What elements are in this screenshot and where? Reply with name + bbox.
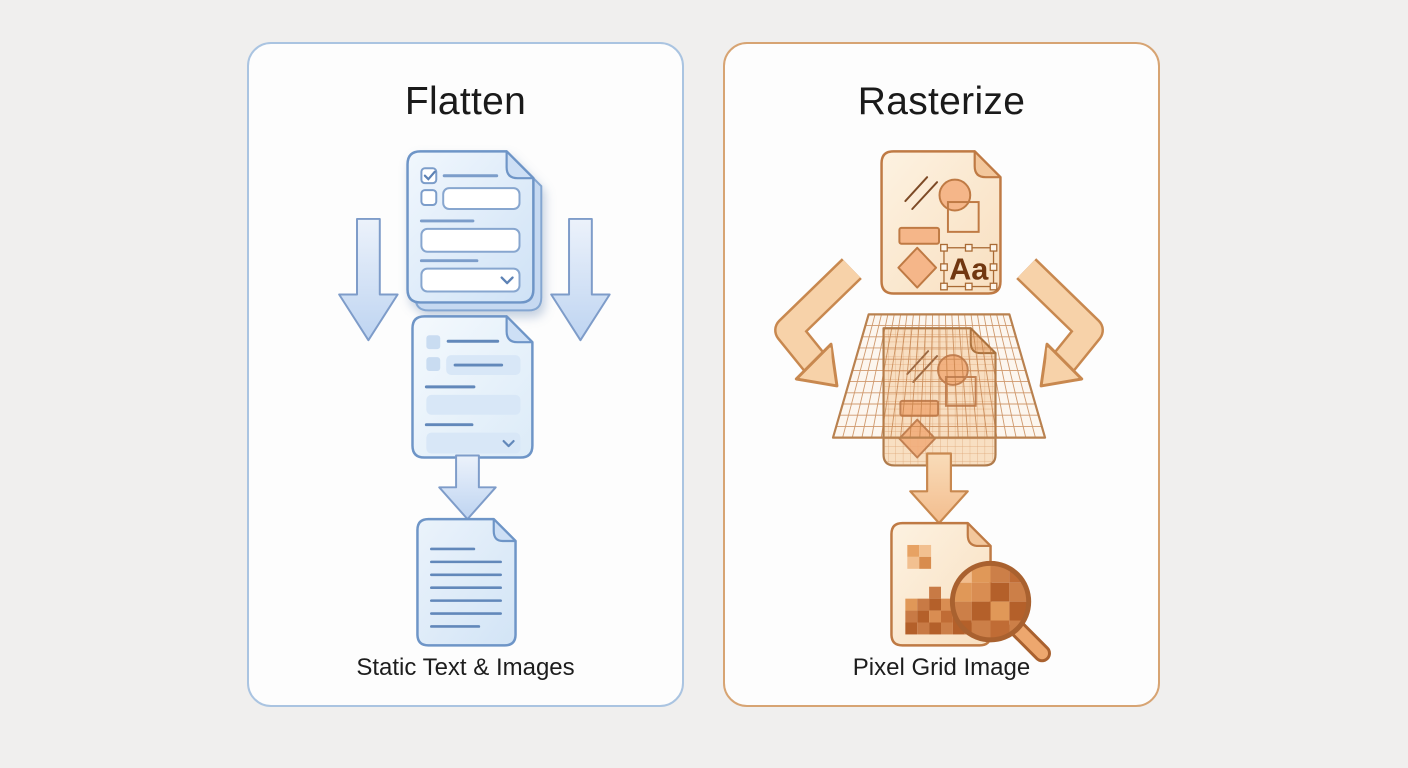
raster-image-magnifier-icon [890,521,1051,663]
down-arrow-icon [909,452,969,525]
flatten-panel: Flatten Static Text & Images [247,42,684,707]
flatten-title: Flatten [404,80,527,123]
static-text-document-icon [416,517,517,647]
form-document-icon [406,150,543,312]
bar-shape-icon [898,226,941,245]
text-input-icon [442,187,521,210]
pen-strokes-icon [904,176,939,210]
bent-arrow-left-icon [774,258,862,388]
rasterizing-document-icon [882,327,997,467]
text-sample: Aa [949,252,989,287]
flatten-caption: Static Text & Images [356,654,575,681]
flatten-diagram [338,150,611,647]
rasterize-diagram: Aa [774,150,1104,663]
checkbox-checked-icon [420,167,438,185]
circle-shape-icon [938,178,972,212]
rasterize-panel: Aa [723,42,1160,707]
pixel-grid-plane-icon [831,313,1047,467]
vector-graphics-document-icon: Aa [880,150,1002,295]
rasterize-title: Rasterize [857,80,1026,123]
checkbox-empty-icon [420,189,438,207]
diamond-shape-icon [897,246,938,289]
down-arrow-right-icon [550,217,611,342]
square-shape-icon [946,201,980,233]
bent-arrow-right-icon [1016,258,1104,388]
flattened-form-document-icon [411,315,534,459]
down-arrow-icon [438,454,497,521]
rasterize-caption: Pixel Grid Image [852,654,1031,681]
text-input-icon [420,227,521,253]
magnifier-icon [949,560,1051,663]
pixel-cluster-icon [907,544,932,569]
dropdown-icon [420,267,521,293]
text-selection-box-icon: Aa [940,243,998,291]
down-arrow-left-icon [338,217,399,342]
